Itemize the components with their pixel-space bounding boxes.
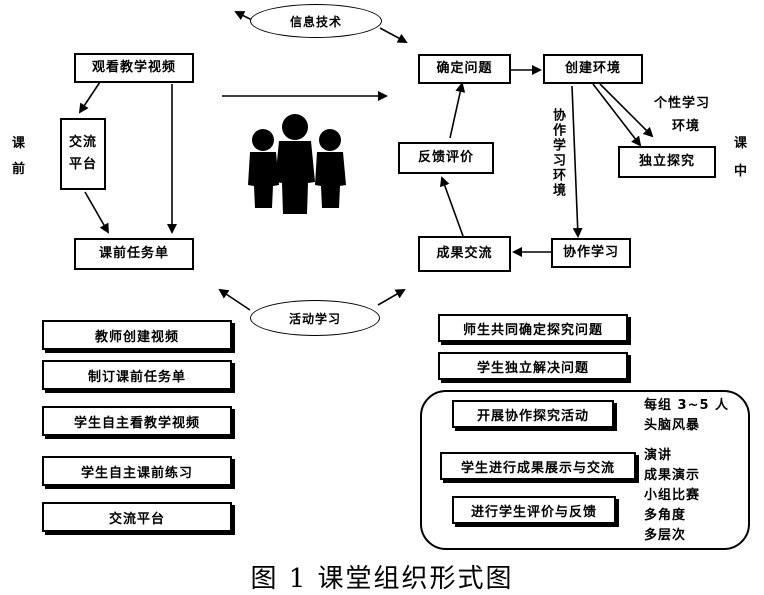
arrow-video-to-platform xyxy=(78,81,101,114)
left-list-item-3: 学生自主看教学视频 xyxy=(42,406,232,436)
node-independent-inquiry: 独立探究 xyxy=(618,146,716,178)
left-list-item-4-label: 学生自主课前练习 xyxy=(80,465,193,481)
node-task-sheet-label: 课前任务单 xyxy=(98,245,169,261)
edge-label-individual-env-2: 环境 xyxy=(672,119,701,134)
arrow-create-to-inquiry-1 xyxy=(592,83,642,147)
activity-note-1: 每组 3~5 人 xyxy=(644,398,730,413)
right-list-item-1-label: 师生共同确定探究问题 xyxy=(462,322,603,338)
left-list-item-2-label: 制订课前任务单 xyxy=(87,369,186,385)
arrow-exchange-to-feedback xyxy=(440,176,464,237)
node-exchange-platform-line-1: 交流 xyxy=(68,134,97,150)
activity-item-3-label: 进行学生评价与反馈 xyxy=(470,504,597,520)
arrow-infotech-right xyxy=(379,27,408,43)
node-define-problem-label: 确定问题 xyxy=(436,60,493,76)
node-feedback-evaluation: 反馈评价 xyxy=(398,142,494,174)
figure-caption: 图 1 课堂组织形式图 xyxy=(250,564,514,594)
node-feedback-evaluation-label: 反馈评价 xyxy=(417,149,474,165)
node-define-problem: 确定问题 xyxy=(418,54,511,84)
left-list-item-1: 教师创建视频 xyxy=(42,320,232,350)
node-watch-video-label: 观看教学视频 xyxy=(91,59,176,75)
activity-item-3: 进行学生评价与反馈 xyxy=(452,496,616,524)
activity-learning-ellipse: 活动学习 xyxy=(250,300,380,336)
pre-class-label-1: 课 xyxy=(12,136,27,151)
arrow-infotech-left xyxy=(234,11,253,21)
arrow-activity-left xyxy=(218,288,251,311)
node-result-exchange-label: 成果交流 xyxy=(436,245,493,261)
right-list-item-2: 学生独立解决问题 xyxy=(438,352,628,380)
arrow-create-to-cooperative xyxy=(571,85,583,238)
activity-item-1-label: 开展协作探究活动 xyxy=(476,408,589,424)
activity-panel xyxy=(420,390,750,550)
activity-item-1: 开展协作探究活动 xyxy=(452,400,614,428)
arrow-platform-to-tasksheet xyxy=(84,191,109,234)
info-tech-label: 信息技术 xyxy=(289,14,342,29)
left-list-item-4: 学生自主课前练习 xyxy=(42,456,232,486)
activity-note-3: 演讲 xyxy=(644,448,673,463)
node-watch-video: 观看教学视频 xyxy=(74,53,194,83)
activity-note-5: 小组比赛 xyxy=(644,488,701,503)
left-list-item-5-label: 交流平台 xyxy=(108,511,165,527)
left-list-item-5: 交流平台 xyxy=(42,502,232,532)
pre-class-label-2: 前 xyxy=(12,162,27,177)
in-class-label-2: 中 xyxy=(734,164,749,179)
activity-item-2-label: 学生进行成果展示与交流 xyxy=(460,460,615,476)
left-list-item-1-label: 教师创建视频 xyxy=(94,329,179,345)
right-list-item-1: 师生共同确定探究问题 xyxy=(438,314,628,342)
activity-note-4: 成果演示 xyxy=(644,468,701,483)
activity-note-2: 头脑风暴 xyxy=(644,418,701,433)
people-silhouette-icon xyxy=(248,114,346,214)
node-task-sheet: 课前任务单 xyxy=(74,238,194,270)
arrow-activity-right xyxy=(377,289,406,306)
left-list-item-2: 制订课前任务单 xyxy=(42,360,232,390)
activity-learning-label: 活动学习 xyxy=(288,311,341,326)
right-list-item-2-label: 学生独立解决问题 xyxy=(476,360,589,376)
node-exchange-platform: 交流 平台 xyxy=(60,118,106,190)
node-cooperative-learning: 协作学习 xyxy=(551,238,631,268)
activity-note-7: 多层次 xyxy=(644,528,687,543)
activity-note-6: 多角度 xyxy=(644,508,687,523)
node-exchange-platform-line-2: 平台 xyxy=(68,157,97,172)
left-list-item-3-label: 学生自主看教学视频 xyxy=(73,415,200,431)
node-result-exchange: 成果交流 xyxy=(418,236,511,272)
edge-label-individual-env-1: 个性学习 xyxy=(654,96,711,111)
arrow-create-to-inquiry-2 xyxy=(599,83,654,138)
node-independent-inquiry-label: 独立探究 xyxy=(638,153,695,169)
edge-label-cooperative-env: 协作学习环境 xyxy=(550,108,565,198)
activity-item-2: 学生进行成果展示与交流 xyxy=(440,452,636,480)
arrow-feedback-to-define xyxy=(449,82,466,139)
info-tech-ellipse: 信息技术 xyxy=(250,4,382,38)
activity-notes: 每组 3~5 人 头脑风暴 演讲 成果演示 小组比赛 多角度 多层次 xyxy=(644,396,729,546)
node-create-environment: 创建环境 xyxy=(543,54,643,84)
node-create-environment-label: 创建环境 xyxy=(564,60,621,76)
in-class-label-1: 课 xyxy=(734,136,749,151)
node-cooperative-learning-label: 协作学习 xyxy=(562,244,619,260)
